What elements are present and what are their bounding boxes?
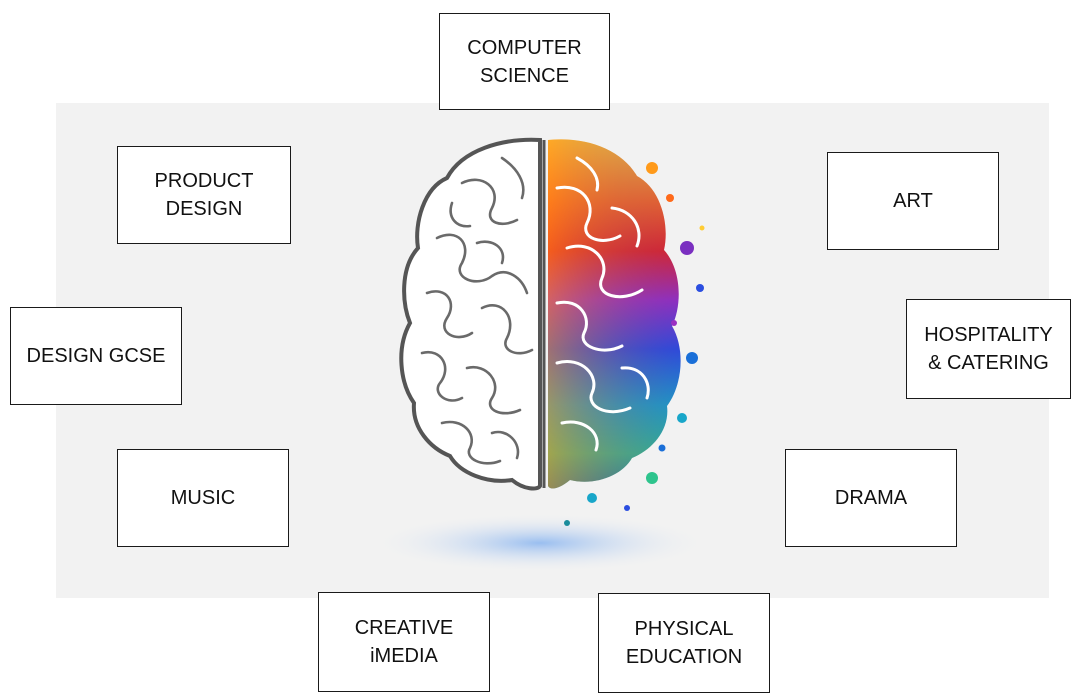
- subject-label: HOSPITALITY & CATERING: [924, 324, 1053, 374]
- right-hemisphere-veins: [555, 156, 650, 452]
- subject-box-music: MUSIC: [117, 449, 289, 547]
- paint-splashes: [564, 162, 705, 526]
- subject-box-hospitality-catering: HOSPITALITY & CATERING: [906, 299, 1071, 399]
- subject-box-computer-science: COMPUTER SCIENCE: [439, 13, 610, 110]
- brain-illustration: [370, 137, 710, 573]
- subject-box-design-gcse: DESIGN GCSE: [10, 307, 182, 405]
- subject-label: ART: [893, 190, 933, 212]
- subject-box-art: ART: [827, 152, 999, 250]
- subject-label: PRODUCT DESIGN: [154, 170, 254, 220]
- subject-box-drama: DRAMA: [785, 449, 957, 547]
- subject-label: DRAMA: [834, 487, 908, 509]
- subject-label: DESIGN GCSE: [26, 345, 166, 367]
- subject-box-creative-imedia: CREATIVE iMEDIA: [318, 592, 490, 692]
- subject-label: COMPUTER SCIENCE: [467, 36, 582, 87]
- subject-label: CREATIVE iMEDIA: [354, 617, 454, 667]
- left-hemisphere-folds: [420, 156, 534, 465]
- subject-label: PHYSICAL EDUCATION: [625, 618, 743, 668]
- subject-label: MUSIC: [170, 487, 236, 509]
- subject-box-physical-education: PHYSICAL EDUCATION: [598, 593, 770, 693]
- subject-box-product-design: PRODUCT DESIGN: [117, 146, 291, 244]
- glow-shadow: [370, 513, 710, 573]
- left-hemisphere: [399, 137, 542, 491]
